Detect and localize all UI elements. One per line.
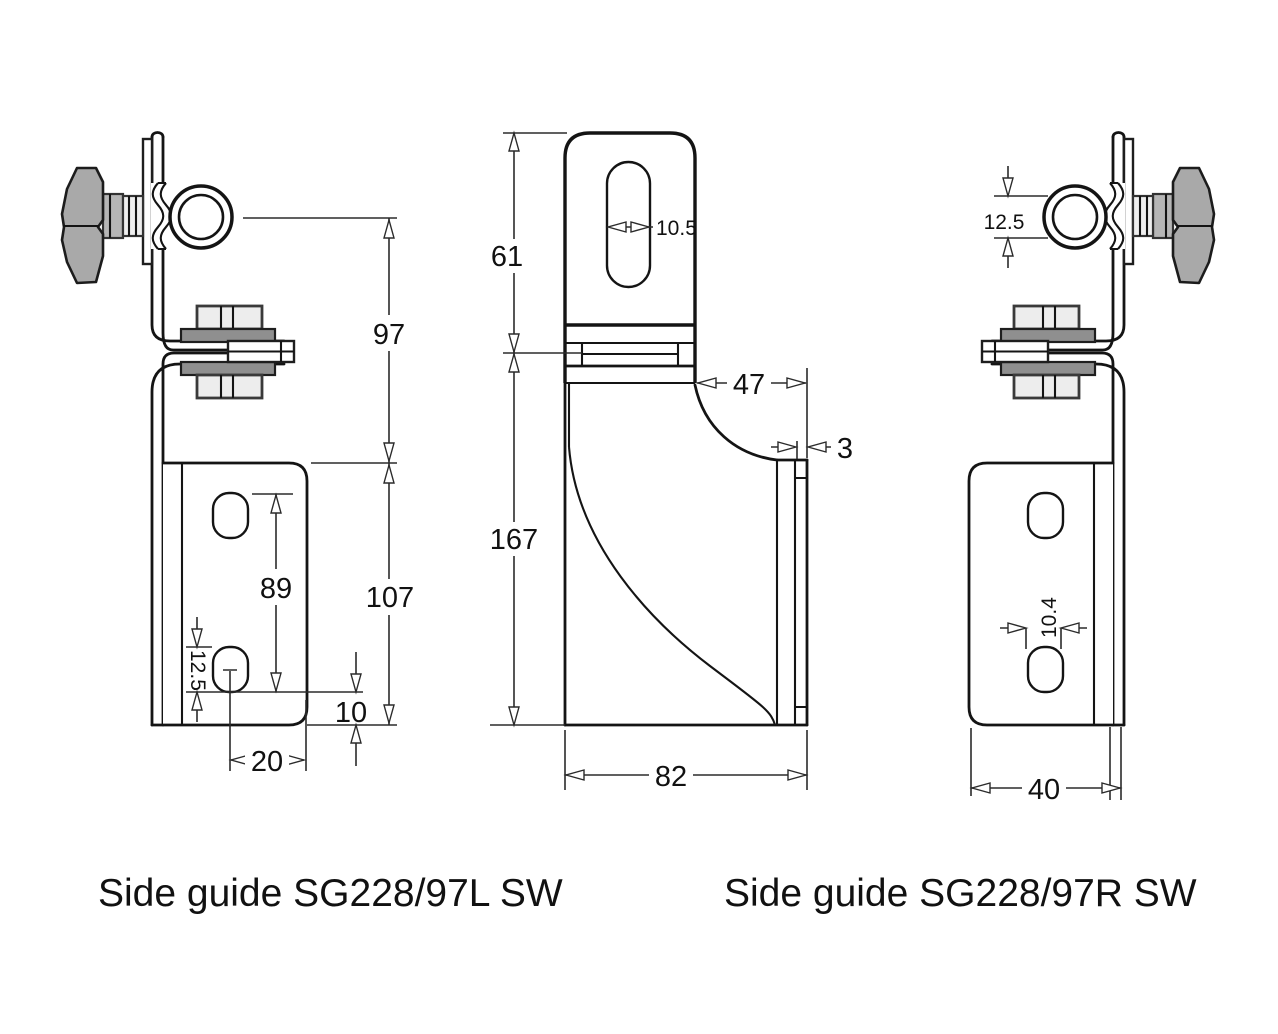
front-view-part (563, 131, 809, 727)
guide-body (563, 381, 809, 727)
right-view-dimensions: 12.5 10.4 40 (970, 166, 1122, 806)
dim-guide-thickness: 3 (837, 433, 853, 465)
front-tab (563, 131, 697, 383)
upper-bracket-sheet (150, 131, 286, 352)
guide-ring (168, 184, 234, 250)
top-bend-curve (693, 383, 779, 462)
dim-ring-offset: 12.5 (984, 211, 1025, 234)
spring-washer (151, 181, 173, 251)
title-right-part: Side guide SG228/97R SW (724, 872, 1197, 915)
dim-hole-width: 10.4 (1038, 597, 1061, 638)
dim-hole-length: 12.5 (186, 650, 209, 691)
dim-plate-height: 107 (366, 582, 414, 614)
dim-hole-edge-distance: 20 (251, 746, 283, 778)
fold-lines (563, 323, 697, 385)
dim-hole-spacing: 89 (260, 573, 292, 605)
side-bracket-part (60, 131, 309, 727)
dim-tab-height: 61 (491, 241, 523, 273)
clamp-knob (60, 166, 145, 285)
title-left-part: Side guide SG228/97L SW (98, 872, 563, 915)
dim-plate-width: 40 (1028, 774, 1060, 806)
front-view-dimensions: 61 167 10.5 47 3 82 (486, 132, 853, 793)
left-view-dimensions: 97 107 89 12.5 10 20 (186, 217, 418, 778)
bolt-assembly (179, 304, 296, 400)
dim-ring-height: 97 (373, 319, 405, 351)
upper-slot-hole (211, 491, 250, 540)
mounting-plate (141, 137, 154, 266)
dim-bottom-offset: 10 (335, 697, 367, 729)
s-bend-curve (567, 446, 777, 726)
dim-body-height: 167 (490, 524, 538, 556)
front-slot-hole (605, 160, 652, 289)
dim-slot-width: 10.5 (656, 217, 697, 240)
dim-top-width: 47 (733, 369, 765, 401)
guide-plate (150, 461, 309, 727)
dim-body-width: 82 (655, 761, 687, 793)
